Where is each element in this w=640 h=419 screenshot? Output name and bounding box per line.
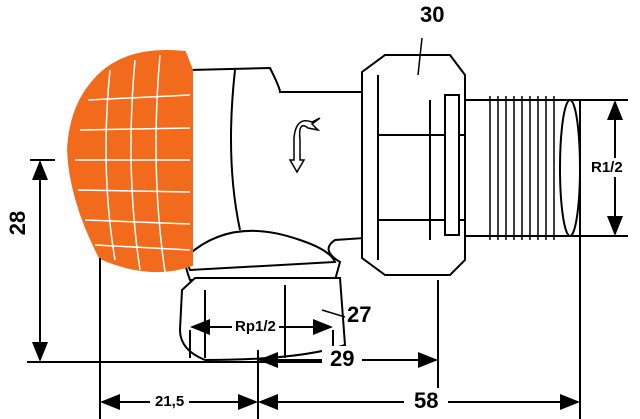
dimension-27: 27: [347, 302, 372, 327]
orange-handwheel: [66, 50, 193, 273]
valve-body: [181, 66, 366, 281]
dimension-58: 58: [404, 388, 449, 414]
dimension-21-5: 21,5: [150, 393, 190, 410]
threaded-outlet: [454, 96, 581, 240]
dimension-30: 30: [420, 2, 445, 27]
flow-direction-icon: [288, 117, 321, 174]
dimension-29: 29: [322, 346, 363, 372]
dimension-lines: [27, 37, 628, 419]
dimension-rp1-2: Rp1/2: [232, 318, 279, 335]
dimension-28: 28: [5, 210, 31, 236]
union-nut-top: [361, 54, 466, 276]
dimension-r1-2: R1/2: [591, 158, 623, 177]
